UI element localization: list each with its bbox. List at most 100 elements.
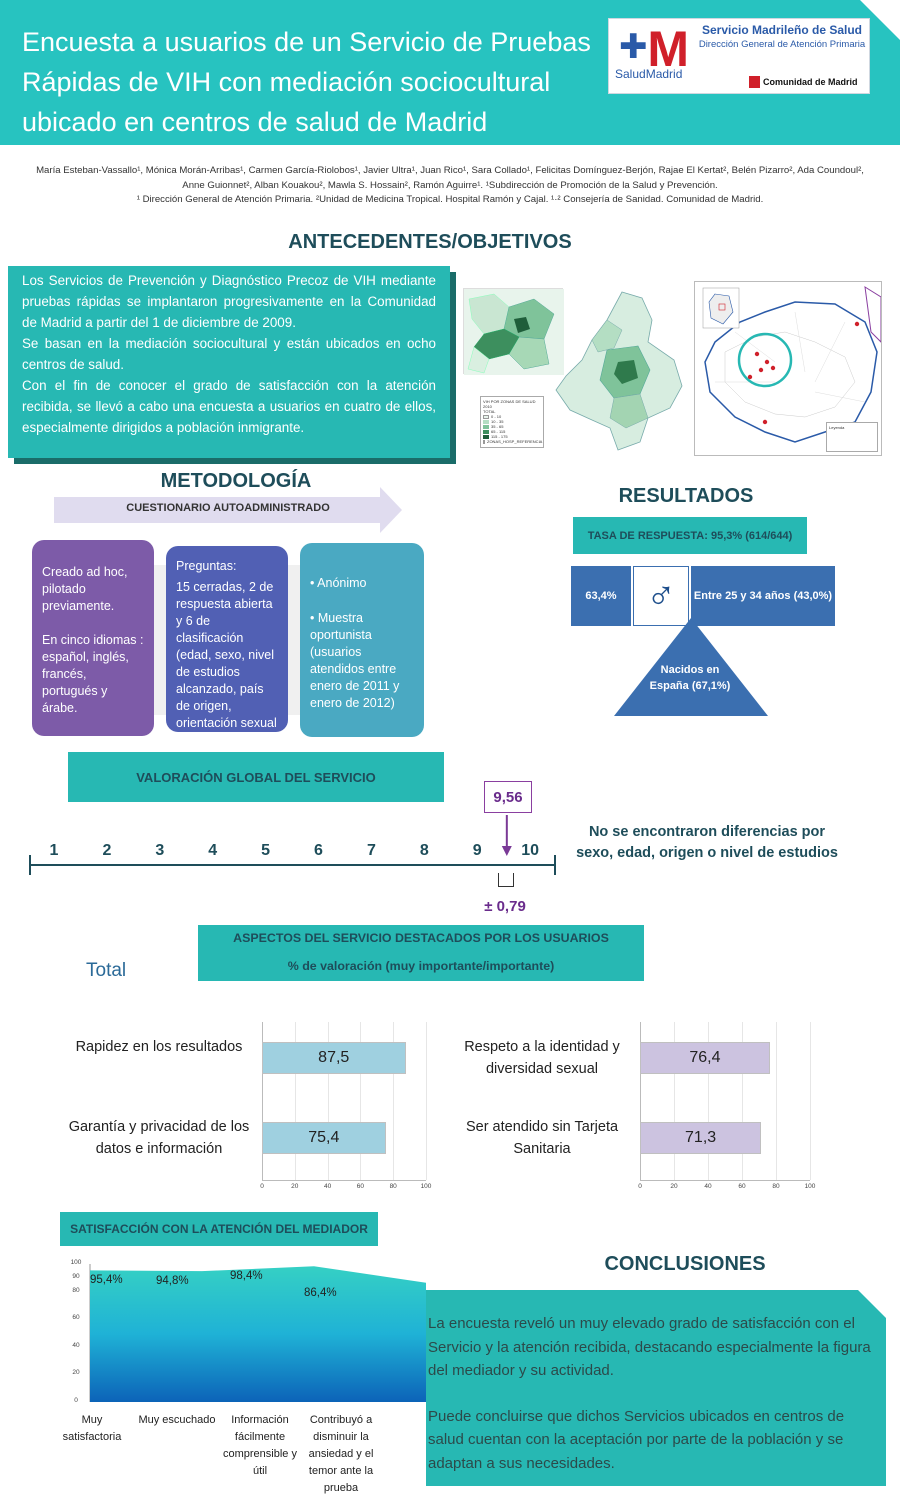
y-tick-label: 0: [74, 1397, 78, 1404]
gridline: [327, 1022, 329, 1180]
gridline: [393, 1022, 395, 1180]
born-spain: Nacidos en España (67,1%): [649, 664, 731, 692]
area-series: [90, 1266, 426, 1402]
antecedentes-box: Los Servicios de Prevención y Diagnóstic…: [8, 266, 450, 458]
antecedentes-p2: Se basan en la mediación sociocultural y…: [22, 336, 436, 372]
scale-number: 7: [366, 842, 376, 859]
x-axis: [640, 1180, 810, 1181]
data-label: 98,4%: [230, 1270, 263, 1283]
scale-number: 8: [419, 842, 429, 859]
metodo-box-creado: Creado ad hoc, pilotado previamente. En …: [32, 540, 154, 736]
conclusiones-p2: Puede concluirse que dichos Servicios ub…: [428, 1407, 845, 1472]
bar-category-label: Garantía y privacidad de los datos e inf…: [68, 1119, 250, 1157]
score-sd: ± 0,79: [484, 898, 526, 915]
legend-swatch: [483, 419, 489, 424]
born-triangle: [614, 618, 768, 716]
legend-swatch: [483, 414, 489, 419]
authors: María Esteban-Vassallo¹, Mónica Morán-Ar…: [30, 164, 870, 208]
logo-service: Servicio Madrileño de Salud: [701, 23, 863, 37]
x-tick-label: 100: [804, 1183, 816, 1190]
aspectos-subtitle: % de valoración (muy importante/importan…: [287, 959, 555, 973]
map-legend: VIH POR ZONAS DE SALUD 2010 TOTAL 0 - 10…: [480, 396, 544, 448]
area-category-label: Muy escuchado: [138, 1414, 216, 1426]
legend-swatch: [483, 439, 485, 444]
chevron-connector: [152, 565, 166, 715]
age-group: Entre 25 y 34 años (43,0%): [691, 566, 835, 626]
metodo-box2-a: Preguntas:: [176, 559, 237, 573]
x-tick-label: 100: [420, 1183, 432, 1190]
gridline: [674, 1022, 675, 1180]
legend-swatch: [483, 424, 489, 429]
x-tick-label: 40: [704, 1183, 712, 1190]
metodo-box3-b: • Muestra oportunista (usuarios atendido…: [310, 611, 400, 710]
scale-number: 2: [102, 842, 112, 859]
scale-tick-end: [554, 855, 556, 875]
legend-row: ZONAS_HOSP_REFERENCIA: [483, 439, 543, 444]
legend-row: 0 - 10: [483, 414, 541, 419]
bar: 87,5: [262, 1042, 406, 1074]
legend-row: 115 - 175: [483, 434, 541, 439]
data-label: 94,8%: [156, 1275, 189, 1288]
y-axis: [262, 1022, 263, 1180]
gridline: [708, 1022, 709, 1180]
scale-number: 1: [49, 842, 59, 859]
x-tick-label: 80: [772, 1183, 780, 1190]
antecedentes-p3: Con el fin de conocer el grado de satisf…: [22, 378, 436, 435]
map-legend-total: TOTAL: [483, 409, 496, 414]
aspectos-banner: ASPECTOS DEL SERVICIO DESTACADOS POR LOS…: [198, 925, 644, 981]
map-madrid-city: [463, 288, 564, 375]
bar: 75,4: [262, 1122, 386, 1154]
gridline: [810, 1022, 811, 1180]
score-pointer-head: [501, 846, 512, 856]
metodo-box1-a: Creado ad hoc, pilotado previamente.: [42, 565, 128, 613]
poster-title: Encuesta a usuarios de un Servicio de Pr…: [22, 27, 591, 137]
area-category-label: Contribuyó a disminuir la ansiedad y el …: [308, 1414, 374, 1494]
logo-m-icon: M: [647, 21, 689, 77]
x-tick-label: 40: [323, 1183, 332, 1190]
chevron-connector: [287, 565, 301, 715]
metodo-box2-b: 15 cerradas, 2 de respuesta abierta y 6 …: [176, 580, 277, 764]
bar-category-label: Rapidez en los resultados: [75, 1039, 243, 1055]
scale-number: 10: [521, 842, 539, 859]
aspectos-title: ASPECTOS DEL SERVICIO DESTACADOS POR LOS…: [233, 931, 609, 945]
conclusiones-p1: La encuesta reveló un muy elevado grado …: [428, 1315, 871, 1379]
authors-line-3: ¹ Dirección General de Atención Primaria…: [136, 194, 764, 205]
scale-number: 3: [155, 842, 165, 859]
scale-number: 5: [261, 842, 271, 859]
metodo-box-anonimo: • Anónimo • Muestra oportunista (usuario…: [300, 543, 424, 737]
bar-category-label: Respeto a la identidad y diversidad sexu…: [464, 1039, 620, 1077]
salud-madrid-logo: M ✚ SaludMadrid Servicio Madrileño de Sa…: [608, 18, 870, 94]
arrow-head-icon: [380, 487, 402, 533]
legend-swatch: [483, 434, 489, 439]
legend-row: 10 - 35: [483, 419, 541, 424]
tasa-respuesta: TASA DE RESPUESTA: 95,3% (614/644): [573, 517, 807, 554]
gridline: [294, 1022, 296, 1180]
logo-community: Comunidad de Madrid: [763, 77, 858, 87]
x-tick-label: 20: [670, 1183, 678, 1190]
conclusiones-box: La encuesta reveló un muy elevado grado …: [426, 1290, 886, 1486]
y-tick-label: 90: [72, 1272, 80, 1280]
resultados-heading: RESULTADOS: [618, 485, 754, 507]
bar-category-label: Ser atendido sin Tarjeta Sanitaria: [465, 1119, 619, 1157]
x-tick-label: 60: [356, 1183, 364, 1190]
community-flag-icon: [749, 76, 760, 88]
metodo-box3-a: • Anónimo: [310, 576, 367, 590]
map3-legend-title: Leyenda: [829, 425, 845, 430]
data-label: 95,4%: [90, 1274, 123, 1287]
area-category-label: Muy satisfactoria: [62, 1414, 122, 1443]
y-tick-label: 100: [70, 1259, 82, 1266]
y-tick-label: 60: [72, 1314, 80, 1322]
area-category-label: Información fácilmente comprensible y út…: [223, 1414, 297, 1477]
authors-line-2: Anne Guionnet², Alban Kouakou², Mawla S.…: [182, 179, 718, 191]
x-tick-label: 20: [291, 1183, 299, 1190]
x-tick-label: 80: [389, 1183, 397, 1190]
x-tick-label: 0: [638, 1183, 642, 1190]
legend-item: 35 - 65: [491, 424, 504, 429]
gridline: [776, 1022, 777, 1180]
y-axis: [640, 1022, 641, 1180]
cuestionario-arrow: [54, 497, 380, 523]
legend-item: ZONAS_HOSP_REFERENCIA: [487, 439, 543, 444]
scale-number: 6: [314, 842, 323, 859]
legend-item: 115 - 175: [491, 434, 508, 439]
authors-line-1: María Esteban-Vassallo¹, Mónica Morán-Ar…: [36, 165, 864, 176]
